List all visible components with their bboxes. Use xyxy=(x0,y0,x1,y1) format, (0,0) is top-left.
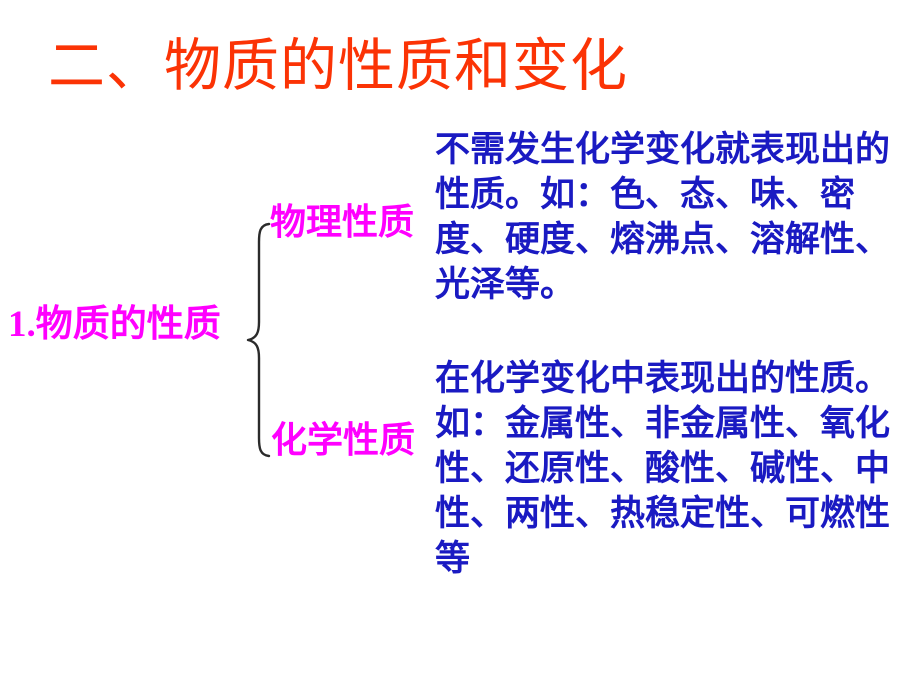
description-chemical-properties: 在化学变化中表现出的性质。如：金属性、非金属性、氧化性、还原性、酸性、碱性、中性… xyxy=(435,359,891,578)
description-physical-properties: 不需发生化学变化就表现出的性质。如：色、态、味、密度、硬度、熔沸点、溶解性、光泽… xyxy=(435,130,891,304)
page-title: 二、物质的性质和变化 xyxy=(48,35,628,98)
curly-brace xyxy=(243,220,275,460)
branch-label-chemical: 化学性质 xyxy=(271,420,416,460)
branch-label-physical: 物理性质 xyxy=(270,202,415,242)
diagram-root-label: 1.物质的性质 xyxy=(8,304,221,345)
